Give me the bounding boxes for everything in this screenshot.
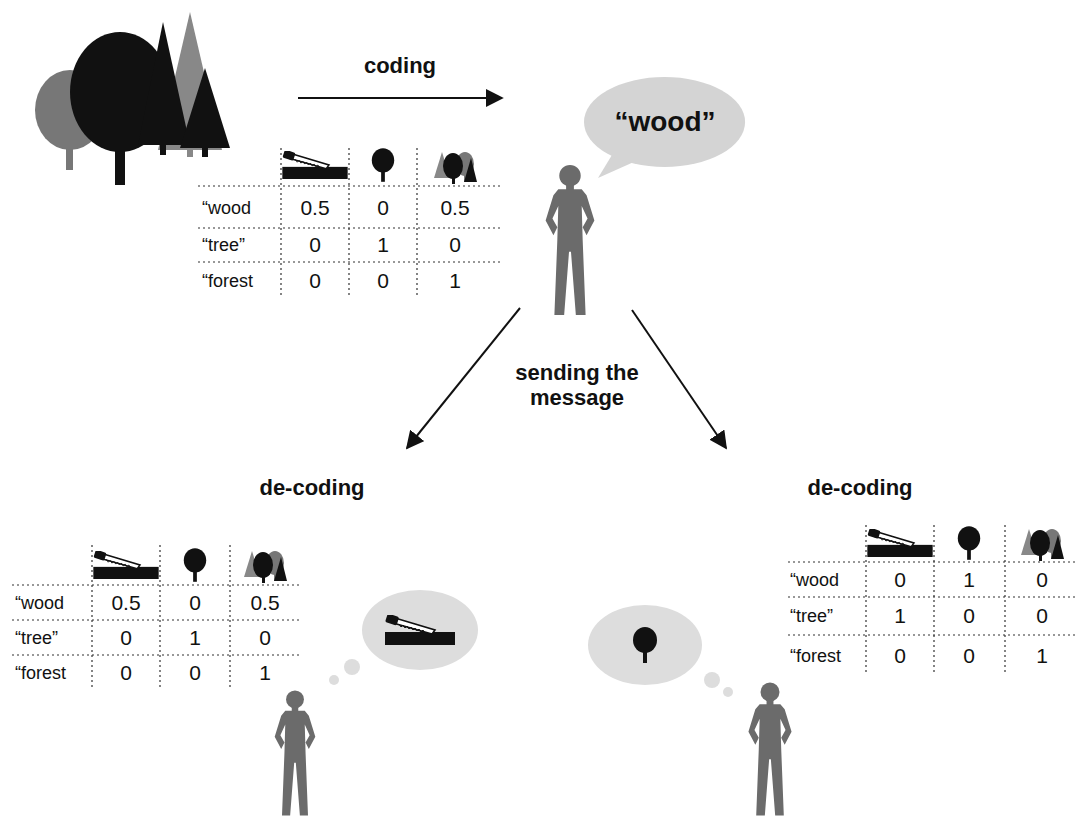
table-cell: 1	[1036, 644, 1048, 668]
table-cell: 0	[1036, 604, 1048, 628]
forest-illustration	[35, 12, 230, 185]
table-cell: 1	[894, 604, 906, 628]
row-label: “tree”	[790, 606, 833, 627]
row-label: “tree”	[15, 628, 58, 649]
heading-label: sending the message	[492, 360, 662, 411]
row-label: “wood	[202, 198, 251, 219]
table-cell: 0	[309, 269, 321, 293]
probability-table	[12, 545, 302, 690]
thought-bubble	[329, 590, 478, 685]
table-cell: 0.5	[250, 591, 279, 615]
table-cell: 0.5	[440, 196, 469, 220]
table-cell: 0	[259, 626, 271, 650]
table-cell: 0	[120, 626, 132, 650]
row-label: “forest	[15, 663, 66, 684]
listener-figure	[275, 690, 316, 815]
row-label: “forest	[790, 646, 841, 667]
probability-table	[788, 525, 1078, 675]
sending-arrow	[407, 308, 520, 448]
heading-label: coding	[364, 53, 436, 78]
sending-arrow	[632, 310, 726, 448]
heading-label: de-coding	[807, 475, 912, 500]
table-cell: 0	[189, 661, 201, 685]
table-cell: 0	[963, 644, 975, 668]
table-cell: 1	[189, 626, 201, 650]
bubble-text: “wood”	[614, 106, 715, 138]
row-label: “wood	[15, 593, 64, 614]
table-cell: 0	[309, 233, 321, 257]
table-cell: 1	[963, 568, 975, 592]
table-cell: 0	[1036, 568, 1048, 592]
table-cell: 0	[449, 233, 461, 257]
speaker-figure	[546, 165, 595, 315]
probability-table	[198, 148, 500, 298]
listener-figure	[748, 683, 791, 816]
heading-label: de-coding	[259, 475, 364, 500]
table-cell: 0	[377, 196, 389, 220]
coding-arrow	[298, 97, 502, 99]
table-cell: 1	[259, 661, 271, 685]
row-label: “wood	[790, 570, 839, 591]
table-cell: 0	[377, 269, 389, 293]
row-label: “tree”	[202, 235, 245, 256]
row-label: “forest	[202, 271, 253, 292]
table-cell: 0	[120, 661, 132, 685]
table-cell: 0	[894, 644, 906, 668]
table-cell: 1	[449, 269, 461, 293]
table-cell: 1	[377, 233, 389, 257]
table-cell: 0	[189, 591, 201, 615]
table-cell: 0.5	[111, 591, 140, 615]
speech-bubble: “wood”	[584, 77, 745, 167]
table-cell: 0	[894, 568, 906, 592]
thought-bubble	[588, 605, 733, 697]
table-cell: 0	[963, 604, 975, 628]
table-cell: 0.5	[300, 196, 329, 220]
